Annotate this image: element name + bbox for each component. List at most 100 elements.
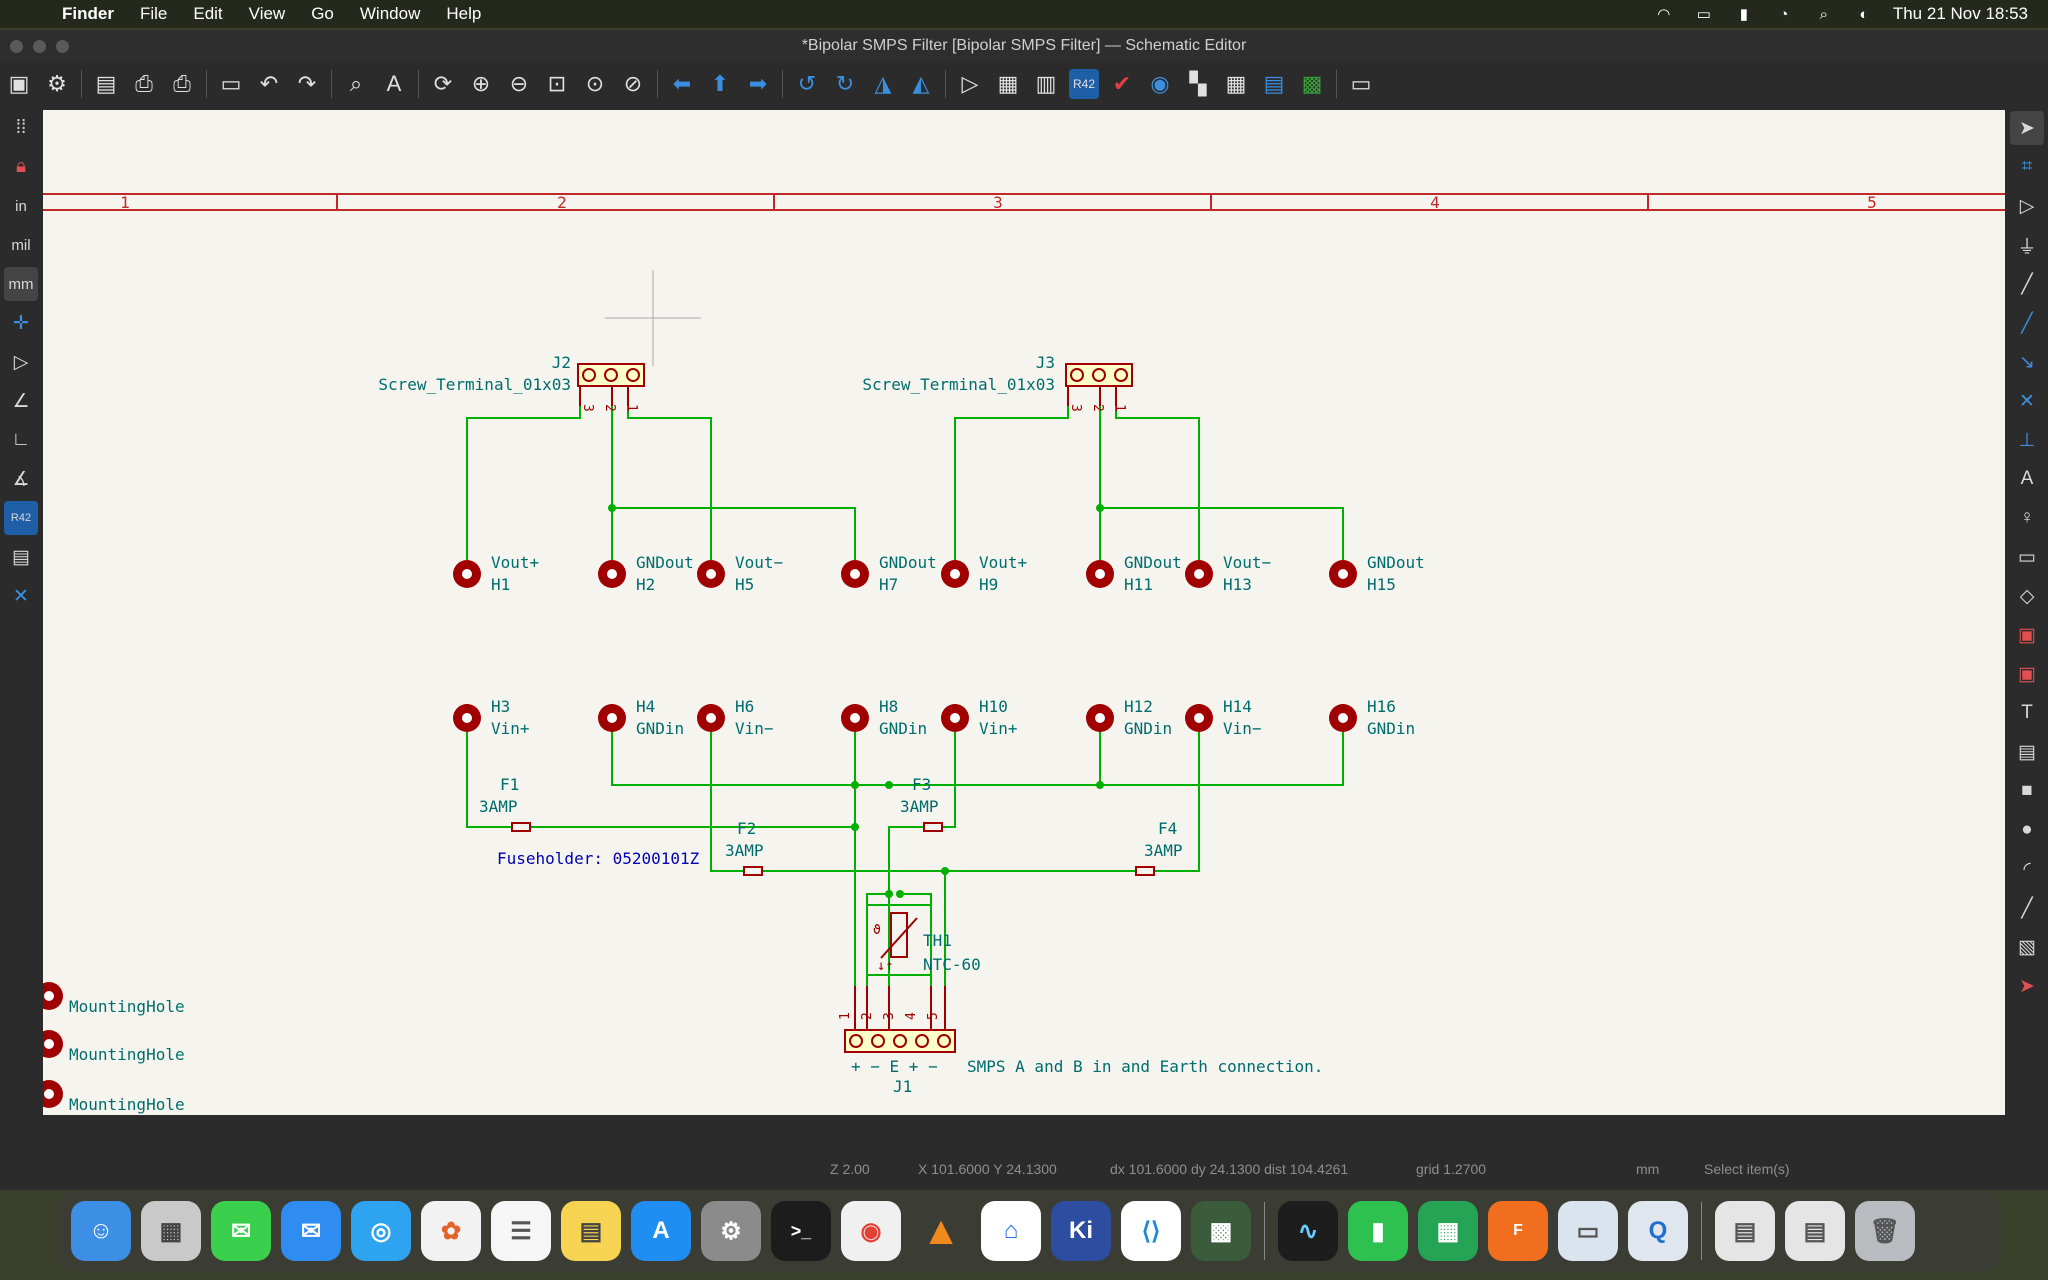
mounting-hole-h1[interactable]: Vout+ H1 [453, 553, 539, 594]
pcb-viewer-icon[interactable]: ▩ [1191, 1201, 1251, 1261]
photos-icon[interactable]: ✿ [421, 1201, 481, 1261]
add-line-icon[interactable]: ╱ [2021, 897, 2033, 919]
fuseholder-note[interactable]: Fuseholder: 05200101Z [497, 849, 700, 868]
creative-cloud-icon[interactable]: ◠ [1657, 6, 1671, 23]
add-rectangle-icon[interactable]: ■ [2021, 780, 2033, 801]
add-wire-icon[interactable]: ╱ [2021, 273, 2033, 295]
battery-icon[interactable]: ▮ [1739, 6, 1748, 23]
erc-icon[interactable]: ✔ [1112, 71, 1132, 96]
mounting-hole-h11[interactable]: GNDout H11 [1086, 553, 1182, 594]
nextcloud-icon[interactable]: ⌂ [981, 1201, 1041, 1261]
mounting-hole-h16[interactable]: H16 GNDin [1329, 697, 1415, 738]
properties-panel-icon[interactable]: ✕ [13, 585, 29, 607]
zoom-window-button[interactable] [56, 40, 69, 53]
find-replace-icon[interactable]: A [386, 71, 402, 96]
menu-window[interactable]: Window [359, 4, 421, 23]
add-sheet-icon[interactable]: ▣ [2018, 624, 2036, 646]
fuse-f3[interactable]: F3 3AMP [900, 775, 943, 832]
mounting-hole-h2[interactable]: GNDout H2 [598, 553, 694, 594]
simulator-icon[interactable]: ◉ [1150, 71, 1170, 96]
documents-folder-icon[interactable]: ▤ [1715, 1201, 1775, 1261]
plot-icon[interactable]: ⎙ [173, 71, 191, 96]
mounting-hole-h13[interactable]: Vout− H13 [1185, 553, 1271, 594]
redo-icon[interactable]: ↷ [297, 71, 317, 96]
print-icon[interactable]: ⎙ [135, 71, 153, 96]
highlight-net-icon[interactable]: ⌗ [2021, 156, 2033, 177]
units-mil-button[interactable]: mil [11, 236, 31, 254]
annotation-display-icon[interactable]: R42 [4, 501, 38, 535]
symbol-editor-icon[interactable]: ▦ [997, 71, 1019, 96]
control-center-icon[interactable]: ◐ [1859, 5, 1869, 23]
chrome-icon[interactable]: ◉ [841, 1201, 901, 1261]
mounting-hole-h7[interactable]: GNDout H7 [841, 553, 937, 594]
mirror-vertical-icon[interactable]: ◮ [874, 71, 892, 96]
zoom-objects-icon[interactable]: ⊙ [585, 71, 605, 96]
activity-monitor-icon[interactable]: ∿ [1278, 1201, 1338, 1261]
connector-j3[interactable]: J3 Screw_Terminal_01x03 3 2 1 [862, 353, 1133, 412]
messages-icon[interactable]: ✉ [211, 1201, 271, 1261]
fuse-f1[interactable]: F1 3AMP [479, 775, 531, 832]
delete-tool-icon[interactable]: ➤ [2019, 975, 2035, 997]
mounting-hole-h10[interactable]: H10 Vin+ [941, 697, 1018, 738]
hidden-pins-icon[interactable]: ▷ [13, 351, 29, 373]
hierarchy-navigator-icon[interactable]: ▤ [12, 546, 30, 568]
bom-table-icon[interactable]: ▦ [1225, 71, 1247, 96]
add-text-icon[interactable]: T [2021, 702, 2033, 723]
mounting-hole-h4[interactable]: H4 GNDin [598, 697, 684, 738]
mounting-hole-h6[interactable]: H6 Vin− [697, 697, 774, 738]
fuse-f2[interactable]: F2 3AMP [725, 819, 764, 876]
trash-icon[interactable]: 🗑︎ [1855, 1201, 1915, 1261]
sheets-icon[interactable]: ▦ [1418, 1201, 1478, 1261]
grid-toggle-icon[interactable]: ⁞⁞ [15, 117, 27, 138]
mounting-hole-symbol[interactable]: MountingHole [43, 1080, 185, 1114]
units-inch-button[interactable]: in [15, 197, 27, 215]
thermistor-th1[interactable]: ϑ ↓↑ TH1 NTC-60 [866, 904, 981, 976]
rotate-ccw-icon[interactable]: ↺ [797, 71, 817, 96]
line-mode-90-icon[interactable]: ∟ [11, 429, 31, 450]
nav-back-icon[interactable]: ⬅ [672, 71, 692, 96]
add-net-class-icon[interactable]: ♀ [2019, 507, 2035, 528]
rotate-cw-icon[interactable]: ↻ [835, 71, 855, 96]
generate-bom-icon[interactable]: ▤ [1263, 71, 1285, 96]
fuse-f4[interactable]: F4 3AMP [1135, 819, 1183, 876]
menu-help[interactable]: Help [446, 4, 482, 23]
vlc-icon[interactable]: ▲ [921, 1208, 961, 1253]
close-window-button[interactable] [10, 40, 23, 53]
nav-forward-icon[interactable]: ➡ [748, 71, 768, 96]
save-icon[interactable]: ▣ [8, 71, 30, 96]
add-symbol-icon[interactable]: ▷ [2019, 195, 2035, 217]
app-store-icon[interactable]: A [631, 1201, 691, 1261]
menu-go[interactable]: Go [311, 4, 334, 23]
page-settings-icon[interactable]: ▤ [95, 71, 117, 96]
mounting-hole-h3[interactable]: H3 Vin+ [453, 697, 530, 738]
zoom-fit-icon[interactable]: ⊡ [547, 71, 567, 96]
hierarchy-icon[interactable]: ▷ [961, 71, 979, 96]
mounting-hole-symbol[interactable]: MountingHole [43, 1030, 185, 1064]
lock-icon[interactable]: 🔒︎ [15, 156, 27, 177]
kicad-icon[interactable]: Ki [1051, 1201, 1111, 1261]
minimize-window-button[interactable] [33, 40, 46, 53]
spotlight-search-icon[interactable]: ⌕ [1819, 5, 1829, 23]
menubar-clock[interactable]: Thu 21 Nov 18:53 [1892, 4, 2028, 23]
cursor-crosshair-icon[interactable]: ✛ [13, 312, 29, 334]
mounting-hole-h9[interactable]: Vout+ H9 [941, 553, 1027, 594]
quicktime-icon[interactable]: Q [1628, 1201, 1688, 1261]
zoom-tool-icon[interactable]: ⊘ [623, 71, 643, 96]
menu-edit[interactable]: Edit [193, 4, 223, 23]
units-mm-button[interactable]: mm [4, 267, 38, 301]
select-tool-icon[interactable]: ➤ [2010, 111, 2044, 145]
safari-icon[interactable]: ◎ [351, 1201, 411, 1261]
nav-up-icon[interactable]: ⬆ [710, 71, 730, 96]
assign-footprints-icon[interactable]: ▚ [1189, 71, 1207, 96]
line-mode-45-icon[interactable]: ∡ [12, 468, 30, 490]
find-icon[interactable]: ⌕ [349, 71, 363, 96]
menu-view[interactable]: View [248, 4, 286, 23]
system-settings-icon[interactable]: ⚙ [701, 1201, 761, 1261]
terminal-icon[interactable]: >_ [771, 1201, 831, 1261]
import-sheet-pin-icon[interactable]: ▣ [2018, 663, 2036, 685]
reminders-icon[interactable]: ☰ [491, 1201, 551, 1261]
finder-icon[interactable]: ☺ [71, 1201, 131, 1261]
add-hierarchical-label-icon[interactable]: ◇ [2019, 585, 2035, 607]
add-power-icon[interactable]: ⏚ [2017, 236, 2037, 258]
connector-j1[interactable]: 1 2 3 4 5 + − E + − SMPS A and B in and … [838, 986, 1323, 1096]
